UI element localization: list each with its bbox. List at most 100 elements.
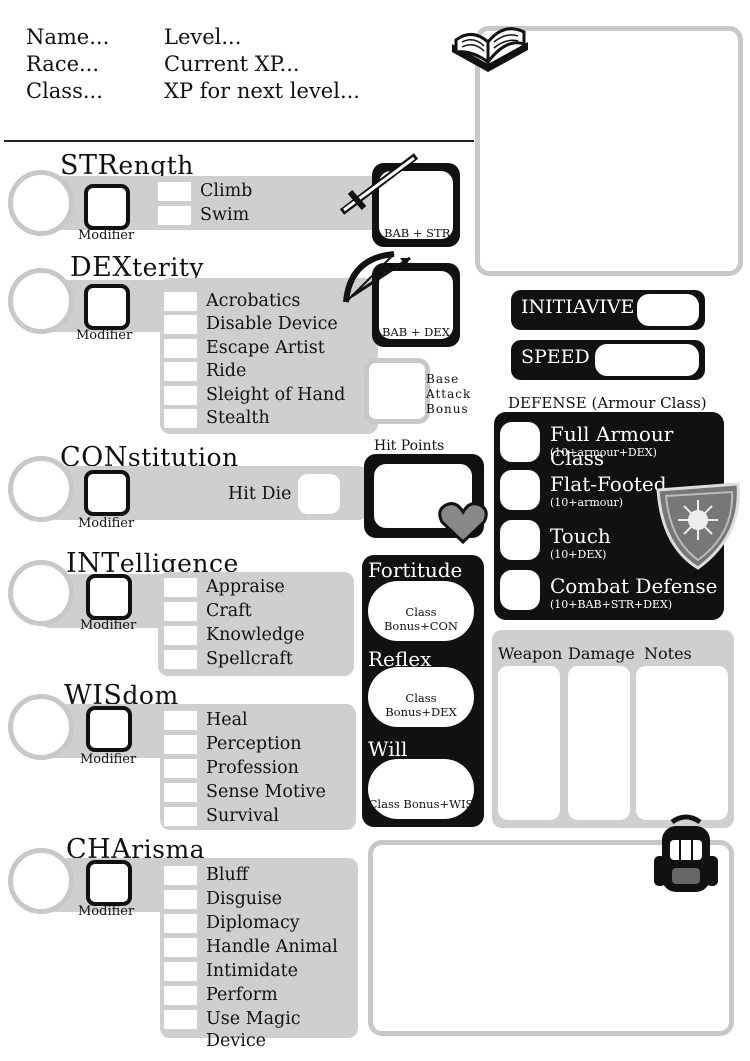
skill-checkbox[interactable] <box>164 914 197 933</box>
ranged-attack-box: BAB + DEX <box>372 263 460 347</box>
hit-die-label: Hit Die <box>228 484 292 504</box>
skill-checkbox[interactable] <box>164 866 197 885</box>
dex-score-circle[interactable] <box>8 268 74 334</box>
name-field[interactable]: Name... <box>26 25 110 49</box>
speed-label: SPEED <box>521 346 590 368</box>
skill-checkbox[interactable] <box>164 986 197 1005</box>
character-info: Name... Race... Class... <box>26 24 109 105</box>
full-ac-box[interactable] <box>500 422 540 462</box>
skill-checkbox[interactable] <box>164 386 197 405</box>
weapon-column[interactable] <box>498 666 560 820</box>
con-modifier-box[interactable] <box>84 470 130 516</box>
cha-score-circle[interactable] <box>8 848 74 914</box>
skill-row: Heal <box>164 709 364 731</box>
con-score-circle[interactable] <box>8 456 74 522</box>
reflex-box[interactable]: Class Bonus+DEX <box>368 667 474 727</box>
skill-row: Escape Artist <box>164 337 364 359</box>
next-xp-field[interactable]: XP for next level... <box>164 79 360 103</box>
wis-score-circle[interactable] <box>8 694 74 760</box>
skill-row: Acrobatics <box>164 290 364 312</box>
ranged-attack-label: BAB + DEX <box>382 325 450 339</box>
skill-row: Handle Animal <box>164 936 364 958</box>
heart-icon <box>438 502 488 545</box>
skill-checkbox[interactable] <box>164 711 197 730</box>
skill-checkbox[interactable] <box>164 315 197 334</box>
skill-row: Knowledge <box>164 624 364 646</box>
skill-row: Disguise <box>164 888 364 910</box>
int-score-circle[interactable] <box>8 560 74 626</box>
melee-attack-label: BAB + STR <box>384 226 451 240</box>
skill-row: Perform <box>164 984 364 1006</box>
skill-checkbox[interactable] <box>164 1010 197 1029</box>
shield-icon <box>656 482 740 570</box>
con-modifier-label: Modifier <box>78 516 135 531</box>
skill-row: Craft <box>164 600 364 622</box>
level-field[interactable]: Level... <box>164 25 242 49</box>
skill-checkbox[interactable] <box>164 626 197 645</box>
skill-row: Use Magic Device <box>164 1008 364 1051</box>
skill-checkbox[interactable] <box>164 962 197 981</box>
damage-column[interactable] <box>568 666 630 820</box>
skill-checkbox[interactable] <box>164 292 197 311</box>
skill-checkbox[interactable] <box>158 206 191 225</box>
weapon-col-header: Weapon <box>498 644 563 663</box>
skill-row: Profession <box>164 757 364 779</box>
skill-checkbox[interactable] <box>164 807 197 826</box>
skill-checkbox[interactable] <box>164 339 197 358</box>
skill-row: Stealth <box>164 407 364 429</box>
notes-column[interactable] <box>636 666 728 820</box>
class-field[interactable]: Class... <box>26 79 103 103</box>
skill-row: Diplomacy <box>164 912 364 934</box>
ranged-attack-input[interactable] <box>379 271 453 339</box>
flat-footed-box[interactable] <box>500 470 540 510</box>
melee-attack-input[interactable] <box>379 171 453 239</box>
hit-die-box[interactable] <box>298 474 340 514</box>
sword-icon <box>339 153 419 215</box>
skill-row: Swim <box>158 204 358 226</box>
skill-checkbox[interactable] <box>164 783 197 802</box>
skill-row: Survival <box>164 805 364 827</box>
skill-checkbox[interactable] <box>164 650 197 669</box>
skill-checkbox[interactable] <box>164 578 197 597</box>
str-title: STRength <box>60 150 194 181</box>
skill-checkbox[interactable] <box>164 759 197 778</box>
touch-box[interactable] <box>500 520 540 560</box>
race-field[interactable]: Race... <box>26 52 100 76</box>
skill-row: Appraise <box>164 576 364 598</box>
str-modifier-box[interactable] <box>84 184 130 230</box>
current-xp-field[interactable]: Current XP... <box>164 52 300 76</box>
skill-row: Intimidate <box>164 960 364 982</box>
skill-checkbox[interactable] <box>164 362 197 381</box>
combat-defense-box[interactable] <box>500 570 540 610</box>
skill-row: Climb <box>158 180 358 202</box>
initiative-input[interactable] <box>637 294 699 326</box>
will-box[interactable]: Class Bonus+WIS <box>368 759 474 819</box>
cha-modifier-box[interactable] <box>86 860 132 906</box>
speed-input[interactable] <box>595 344 699 376</box>
defense-title: DEFENSE (Armour Class) <box>508 394 707 412</box>
skill-checkbox[interactable] <box>164 409 197 428</box>
cha-modifier-label: Modifier <box>78 904 135 919</box>
wis-modifier-box[interactable] <box>86 706 132 752</box>
skill-row: Bluff <box>164 864 364 886</box>
skill-checkbox[interactable] <box>164 890 197 909</box>
speed-row: SPEED <box>511 340 705 380</box>
wis-modifier-label: Modifier <box>80 752 137 767</box>
skill-checkbox[interactable] <box>164 938 197 957</box>
dex-modifier-box[interactable] <box>84 284 130 330</box>
skill-row: Perception <box>164 733 364 755</box>
fortitude-box[interactable]: Class Bonus+CON <box>368 581 474 641</box>
int-modifier-box[interactable] <box>86 574 132 620</box>
skill-checkbox[interactable] <box>164 735 197 754</box>
hit-points-label: Hit Points <box>374 438 445 454</box>
portrait-notes-box[interactable] <box>475 26 743 276</box>
notes-col-header: Notes <box>644 644 692 663</box>
damage-col-header: Damage <box>568 644 635 663</box>
bab-box[interactable] <box>364 358 430 424</box>
defense-panel: Full Armour Class (10+armour+DEX) Flat-F… <box>494 412 724 620</box>
str-score-circle[interactable] <box>8 170 74 236</box>
skill-checkbox[interactable] <box>158 182 191 201</box>
backpack-icon <box>654 814 718 892</box>
skill-checkbox[interactable] <box>164 602 197 621</box>
weapons-panel: Weapon Damage Notes <box>492 630 734 828</box>
